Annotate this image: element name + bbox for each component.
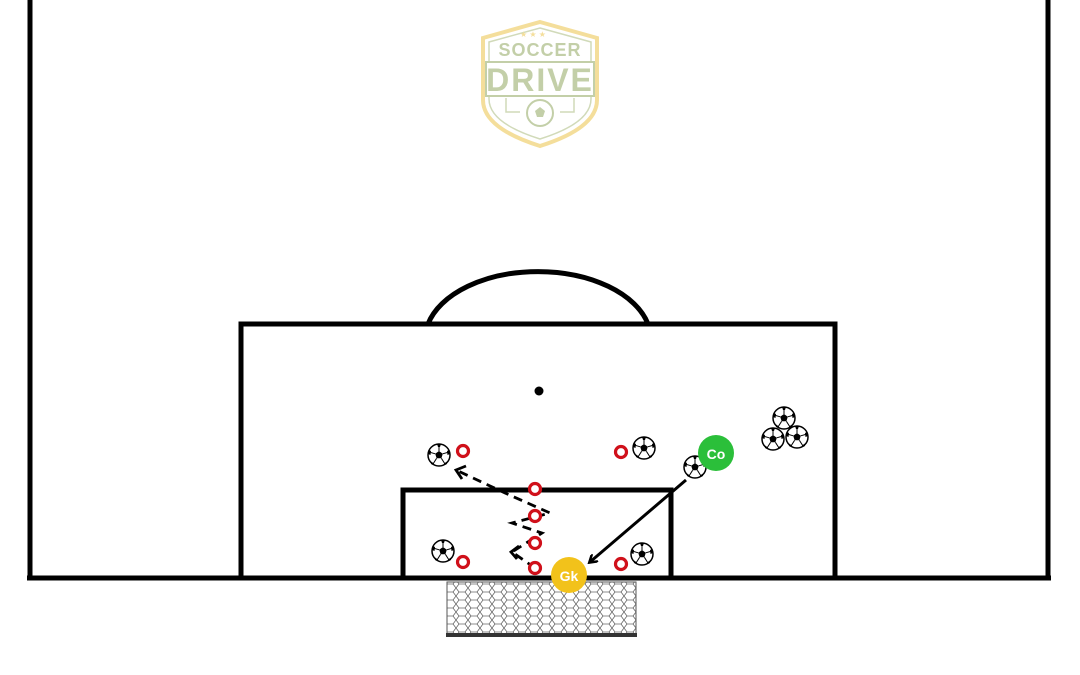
goalkeeper-label: Gk bbox=[560, 568, 579, 584]
soccer-ball-icon bbox=[431, 539, 455, 563]
coach-label: Co bbox=[707, 446, 726, 462]
soccer-ball-icon bbox=[427, 443, 451, 467]
cone bbox=[527, 508, 543, 524]
cone bbox=[455, 443, 471, 459]
soccer-ball-icon bbox=[761, 427, 785, 451]
logo-line2: DRIVE bbox=[486, 62, 594, 98]
soccer-ball-icon bbox=[630, 542, 654, 566]
soccer-ball-icon bbox=[772, 406, 796, 430]
cone bbox=[527, 535, 543, 551]
goal-net bbox=[446, 581, 637, 637]
dribble-path-left bbox=[455, 468, 555, 570]
dribble-paths bbox=[453, 464, 555, 570]
cone bbox=[527, 481, 543, 497]
cone bbox=[613, 556, 629, 572]
soccer-ball-icon bbox=[632, 436, 656, 460]
penalty-spot bbox=[534, 386, 544, 396]
cone bbox=[455, 554, 471, 570]
cone bbox=[613, 444, 629, 460]
svg-text:★ ★ ★: ★ ★ ★ bbox=[520, 30, 546, 39]
pass-arrow bbox=[590, 478, 687, 562]
soccer-ball-icon bbox=[785, 425, 809, 449]
dribble-path-arrowhead-left bbox=[453, 464, 467, 480]
cone bbox=[527, 560, 543, 576]
penalty-arc bbox=[425, 269, 651, 325]
balls bbox=[427, 406, 809, 566]
soccer-drive-logo: ★ ★ ★ SOCCER DRIVE bbox=[481, 19, 599, 149]
goalkeeper-marker: Gk bbox=[551, 557, 587, 593]
coach-marker: Co bbox=[698, 435, 734, 471]
dribble-path-arrowhead-mid bbox=[508, 544, 520, 560]
logo-line1: SOCCER bbox=[498, 40, 581, 60]
